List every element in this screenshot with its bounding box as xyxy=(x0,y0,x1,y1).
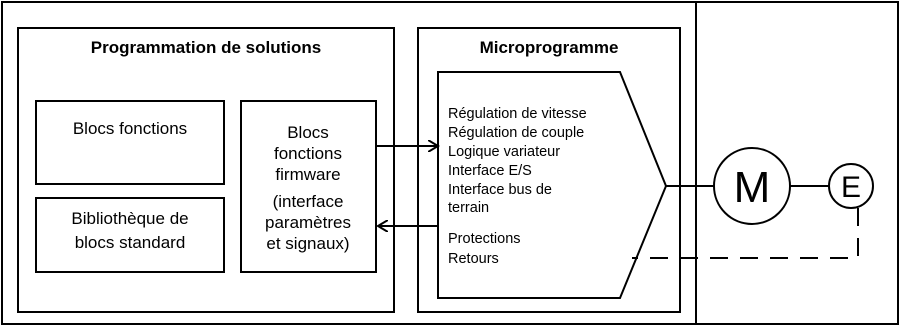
motor-label: M xyxy=(734,163,771,212)
firmware-box xyxy=(417,27,681,313)
encoder-circle xyxy=(828,163,874,209)
bibliotheque-box xyxy=(35,197,225,273)
firmware-title: Microprogramme xyxy=(480,38,619,57)
function-item: Régulation de vitesse xyxy=(448,106,587,122)
encoder-label: E xyxy=(841,171,861,204)
programming-title: Programmation de solutions xyxy=(91,38,321,57)
function-item: Logique variateur xyxy=(448,144,560,160)
programming-section: Programmation de solutions Blocs fonctio… xyxy=(17,27,395,313)
function-item: Interface bus de xyxy=(448,182,552,198)
motor-section: M E xyxy=(632,147,874,259)
firmware-blocks-line-6: et signaux) xyxy=(266,234,349,253)
firmware-functions-shape xyxy=(437,71,668,299)
firmware-blocks-line-1: Blocs xyxy=(287,123,329,142)
firmware-blocks-line-4: (interface xyxy=(273,192,344,211)
outer-frame xyxy=(1,1,899,325)
firmware-blocks-box xyxy=(240,100,377,273)
firmware-blocks-line-3: firmware xyxy=(275,165,340,184)
firmware-blocks-line-5: paramètres xyxy=(265,213,351,232)
function-item: Interface E/S xyxy=(448,163,532,179)
function-item: Retours xyxy=(448,251,499,267)
bibliotheque-line-1: Bibliothèque de xyxy=(71,209,188,228)
function-item: Régulation de couple xyxy=(448,125,584,141)
firmware-blocks-line-2: fonctions xyxy=(274,144,342,163)
bibliotheque-line-2: blocs standard xyxy=(75,233,186,252)
blocs-fonctions-label: Blocs fonctions xyxy=(73,119,187,138)
firmware-section: Microprogramme Régulation de vitesse Rég… xyxy=(417,27,681,313)
programming-box xyxy=(17,27,395,313)
encoder-feedback-line xyxy=(632,208,859,259)
function-item: Protections xyxy=(448,231,521,247)
function-item: terrain xyxy=(448,200,489,216)
blocs-fonctions-box xyxy=(35,100,225,185)
